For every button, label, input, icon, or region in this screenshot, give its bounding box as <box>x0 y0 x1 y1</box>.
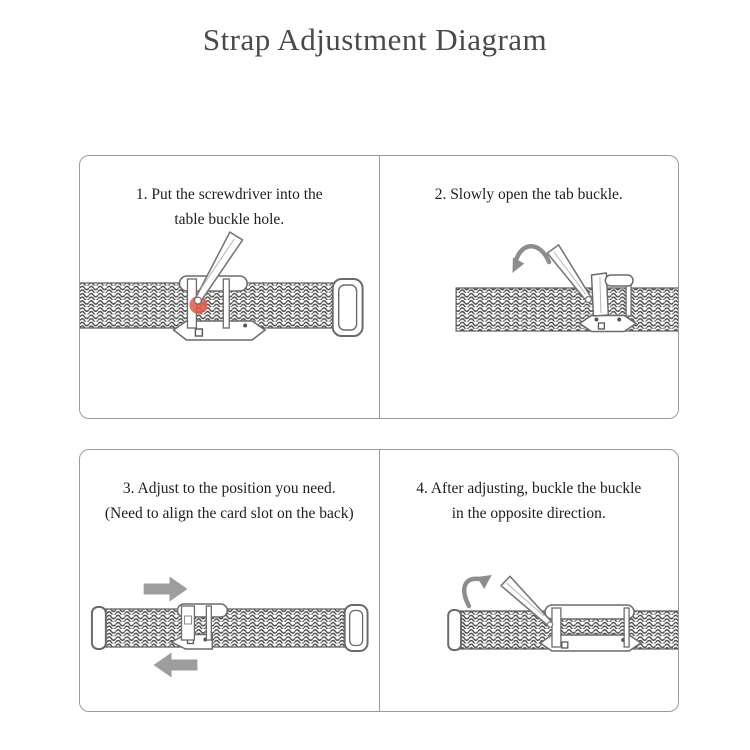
caption-line: 3. Adjust to the position you need. <box>122 480 336 497</box>
step-2-illustration <box>455 244 678 333</box>
caption-line: 1. Put the screwdriver into the <box>135 186 323 203</box>
close-direction-curved-arrow-icon <box>461 575 492 609</box>
instruction-row-bottom: 3. Adjust to the position you need. (Nee… <box>79 449 679 712</box>
step-3-illustration <box>90 576 369 678</box>
open-direction-curved-arrow-icon <box>511 244 551 273</box>
step-2-caption: 2. Slowly open the tab buckle. <box>380 156 679 207</box>
strap-end-cap <box>446 609 462 651</box>
step-1-caption: 1. Put the screwdriver into the table bu… <box>80 156 379 232</box>
caption-line: table buckle hole. <box>174 211 285 229</box>
step-4-illustration <box>446 575 678 652</box>
instruction-row-top: 1. Put the screwdriver into the table bu… <box>79 155 679 419</box>
caption-line: 2. Slowly open the tab buckle. <box>434 186 623 203</box>
strap-end-loop <box>343 604 369 652</box>
mesh-strap <box>455 287 678 332</box>
caption-line: in the opposite direction. <box>451 505 606 523</box>
page-title: Strap Adjustment Diagram <box>202 22 548 57</box>
step-1-illustration <box>80 231 364 341</box>
buckle-clasp <box>169 603 229 650</box>
caption-line: (Need to align the card slot on the back… <box>104 505 354 523</box>
step-2-panel: 2. Slowly open the tab buckle. <box>378 156 679 418</box>
step-3-caption: 3. Adjust to the position you need. (Nee… <box>80 450 379 526</box>
buckle-clasp <box>538 604 642 652</box>
slide-right-arrow-icon <box>143 576 188 602</box>
strap-end-cap <box>90 606 107 650</box>
screwdriver-icon <box>546 244 592 304</box>
step-3-panel: 3. Adjust to the position you need. (Nee… <box>80 450 379 711</box>
step-1-panel: 1. Put the screwdriver into the table bu… <box>80 156 379 418</box>
step-4-panel: 4. After adjusting, buckle the buckle in… <box>378 450 679 711</box>
screwdriver-icon <box>499 575 553 628</box>
caption-line: 4. After adjusting, buckle the buckle <box>416 480 642 497</box>
screwdriver-icon <box>193 231 244 305</box>
buckle-clasp <box>577 272 637 333</box>
step-4-caption: 4. After adjusting, buckle the buckle in… <box>380 450 679 526</box>
strap-end-loop <box>331 278 364 337</box>
slide-left-arrow-icon <box>153 652 198 678</box>
